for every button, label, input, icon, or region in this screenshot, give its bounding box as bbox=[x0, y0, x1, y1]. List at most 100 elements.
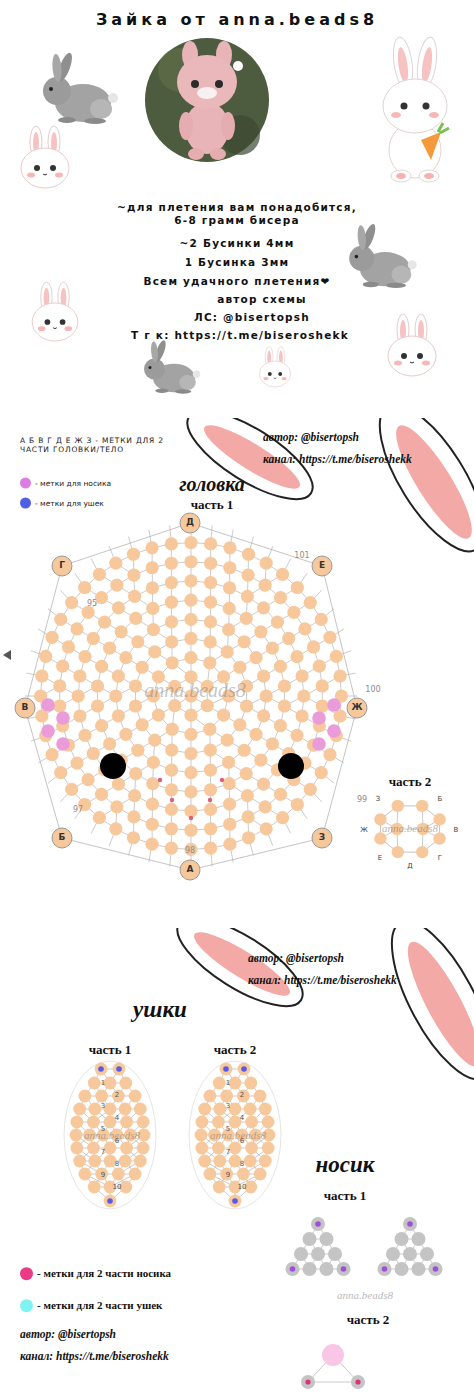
bead bbox=[165, 596, 178, 609]
bead bbox=[395, 1232, 409, 1246]
bead bbox=[110, 578, 123, 591]
bead bbox=[109, 689, 122, 702]
nose-part2-lattice bbox=[301, 1344, 365, 1389]
bead bbox=[137, 1142, 150, 1155]
bead-number: 2 bbox=[115, 1090, 119, 1099]
bead bbox=[257, 778, 270, 791]
bead bbox=[146, 798, 159, 811]
bead bbox=[229, 1077, 242, 1090]
bead bbox=[165, 763, 178, 776]
marker-dot bbox=[241, 1066, 247, 1072]
legend-entry: - метки для ушек bbox=[20, 498, 104, 509]
credit-note: автор: @bisertopsh bbox=[20, 1327, 116, 1341]
bead bbox=[220, 1063, 233, 1076]
bead bbox=[244, 1077, 257, 1090]
bead bbox=[129, 612, 142, 625]
part-heading: часть 1 bbox=[324, 1188, 367, 1204]
marker-circle: А bbox=[179, 859, 201, 881]
bead bbox=[295, 709, 308, 722]
bead bbox=[184, 766, 197, 779]
bead bbox=[112, 1168, 125, 1181]
pointer-arrow bbox=[3, 650, 11, 660]
bead bbox=[165, 557, 178, 570]
bead bbox=[220, 1168, 233, 1181]
bead bbox=[260, 822, 273, 835]
bead bbox=[254, 625, 267, 638]
marker-letter: Ж bbox=[360, 826, 368, 835]
legend-entry: - метки для носика bbox=[20, 478, 111, 489]
bead bbox=[374, 832, 386, 844]
bead bbox=[195, 1116, 208, 1129]
bead bbox=[165, 783, 178, 796]
bead bbox=[286, 1262, 300, 1276]
bead bbox=[165, 803, 178, 816]
bead bbox=[88, 1077, 101, 1090]
bead bbox=[323, 748, 336, 761]
bead bbox=[203, 656, 216, 669]
bead bbox=[204, 803, 217, 816]
bead bbox=[131, 635, 144, 648]
bead bbox=[229, 1103, 242, 1116]
bead bbox=[204, 1168, 217, 1181]
bead bbox=[112, 1090, 125, 1103]
bunny-head-illustration bbox=[21, 126, 69, 188]
nose-marker-bead bbox=[56, 737, 70, 751]
bead bbox=[233, 718, 246, 731]
ear-outline bbox=[64, 1061, 156, 1209]
bead bbox=[45, 748, 58, 761]
bead bbox=[223, 777, 236, 790]
bead bbox=[104, 1155, 117, 1168]
bead bbox=[229, 1116, 242, 1129]
bead bbox=[320, 1262, 334, 1276]
bead-number: 4 bbox=[240, 1113, 244, 1122]
bead bbox=[184, 804, 197, 817]
bead bbox=[240, 699, 253, 712]
bead bbox=[45, 631, 58, 644]
watermark: anna.beads8 bbox=[337, 1289, 393, 1303]
bead bbox=[145, 541, 158, 554]
bead bbox=[131, 744, 144, 757]
bead bbox=[328, 1247, 342, 1261]
bead bbox=[271, 615, 284, 628]
bead bbox=[250, 728, 263, 741]
marker-letter: Г bbox=[438, 854, 442, 863]
bead-number: 1 bbox=[101, 1079, 105, 1088]
bead bbox=[223, 838, 236, 851]
bead bbox=[104, 1142, 117, 1155]
thread-line bbox=[308, 1382, 358, 1383]
bead bbox=[198, 1155, 211, 1168]
bead bbox=[95, 1063, 108, 1076]
info-note: Т г к: https://t.me/biseroshekk bbox=[131, 329, 349, 342]
bead-number: 8 bbox=[115, 1159, 119, 1168]
bead bbox=[129, 679, 142, 692]
bead bbox=[166, 656, 179, 669]
legend-text: - метки для 2 части ушек bbox=[37, 1299, 162, 1313]
bead bbox=[316, 699, 329, 712]
bead bbox=[147, 623, 160, 636]
bead bbox=[98, 615, 111, 628]
bead bbox=[73, 709, 86, 722]
bead bbox=[392, 846, 404, 858]
ear-lattice bbox=[64, 1061, 156, 1209]
bead-number: 10 bbox=[113, 1182, 122, 1191]
marker-shape bbox=[52, 828, 72, 848]
bead bbox=[120, 1116, 133, 1129]
marker-letter: Б bbox=[438, 795, 443, 804]
bead bbox=[95, 788, 108, 801]
bead bbox=[104, 1103, 117, 1116]
bead bbox=[257, 601, 270, 614]
info-note: автор схемы bbox=[217, 293, 307, 306]
bead bbox=[416, 846, 428, 858]
bead bbox=[110, 800, 123, 813]
bead bbox=[223, 561, 236, 574]
bead bbox=[238, 744, 251, 757]
page-title: Зайка от anna.beads8 bbox=[96, 10, 378, 30]
bead bbox=[223, 541, 236, 554]
head-part2-lattice bbox=[374, 800, 446, 859]
bead bbox=[127, 548, 140, 561]
bead bbox=[184, 709, 197, 722]
bead bbox=[91, 699, 104, 712]
bead bbox=[213, 1181, 226, 1194]
bead bbox=[274, 660, 287, 673]
